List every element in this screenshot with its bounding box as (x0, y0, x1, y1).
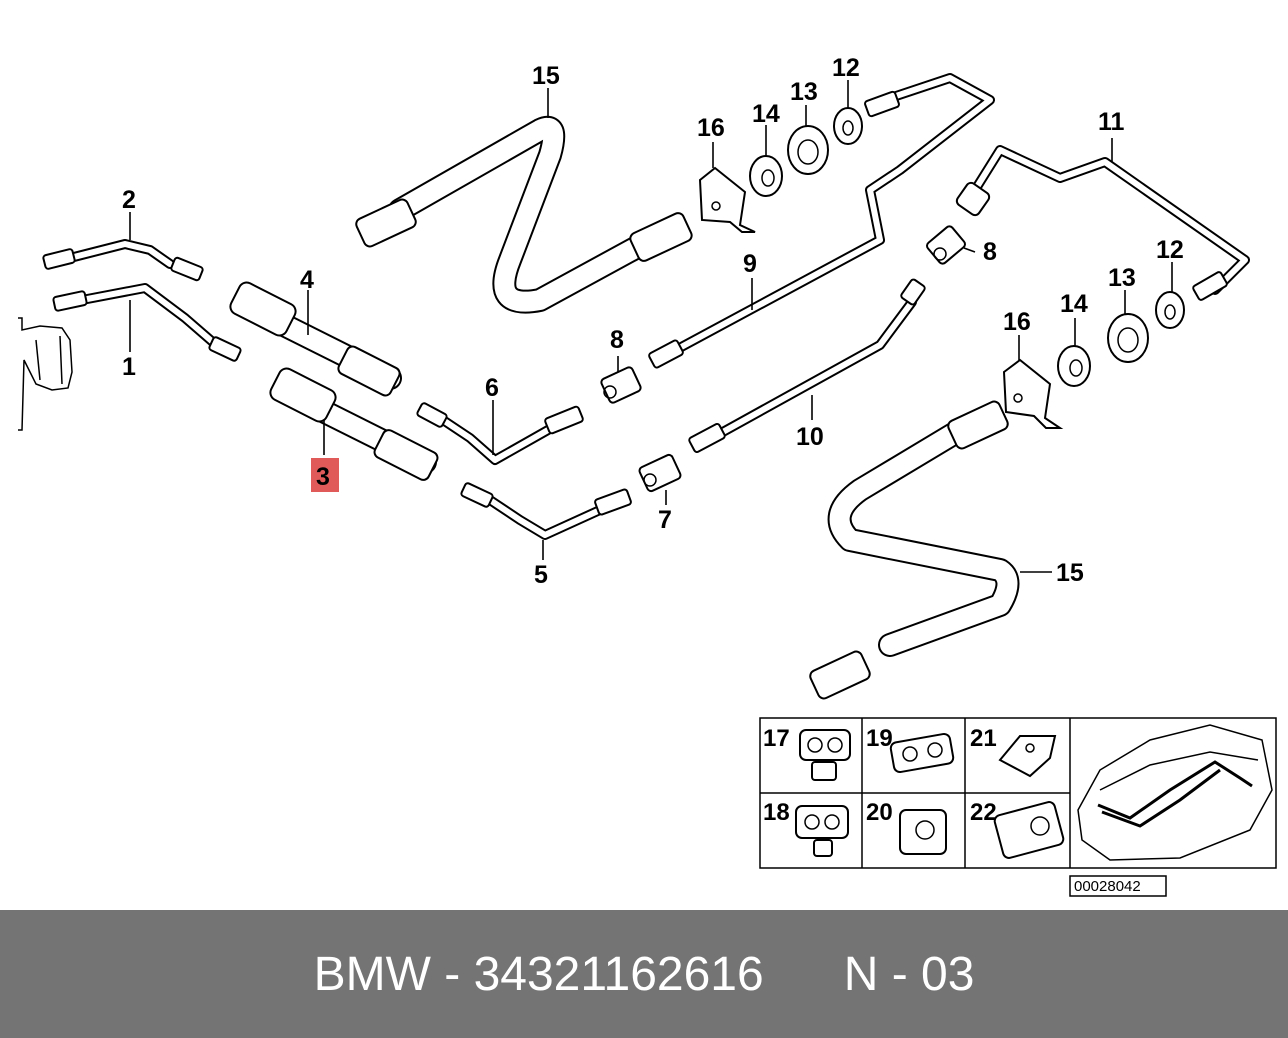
callout-6[interactable]: 6 (485, 374, 499, 402)
union-nut-7[interactable] (638, 453, 682, 493)
grommet-13-upper[interactable] (787, 125, 829, 175)
callout-10[interactable]: 10 (796, 423, 824, 451)
footer-bar: BMW - 34321162616 N - 03 (0, 910, 1288, 1038)
car-location-icon (1077, 724, 1273, 861)
leader-lines (129, 80, 1173, 573)
inset-cell-21[interactable]: 21 (970, 725, 997, 752)
callout-15-upper[interactable]: 15 (532, 62, 560, 90)
callout-8-lower[interactable]: 8 (983, 238, 997, 266)
brake-pipe-6[interactable] (416, 402, 584, 465)
callout-16-lower[interactable]: 16 (1003, 308, 1031, 336)
clip-21-icon (998, 735, 1057, 778)
callout-1[interactable]: 1 (122, 353, 136, 381)
clip-18-icon (795, 805, 849, 857)
washer-14-lower[interactable] (1057, 345, 1091, 387)
footer-position: N - 03 (843, 947, 975, 1001)
clip-19-icon (889, 732, 955, 774)
inset-cell-17[interactable]: 17 (763, 725, 790, 752)
washer-14-upper[interactable] (749, 155, 783, 197)
footer-caption: BMW - 34321162616 N - 03 (0, 910, 1288, 1038)
callout-13-lower[interactable]: 13 (1108, 264, 1136, 292)
inset-cell-19[interactable]: 19 (866, 725, 893, 752)
callout-9[interactable]: 9 (743, 250, 757, 278)
callout-3[interactable]: 3 (316, 463, 330, 491)
callout-14-upper[interactable]: 14 (752, 100, 780, 128)
callout-7[interactable]: 7 (658, 506, 672, 534)
callout-8-upper[interactable]: 8 (610, 326, 624, 354)
clip-20-icon (899, 809, 947, 855)
caliper-fragment (18, 317, 73, 431)
inset-cell-22[interactable]: 22 (970, 799, 997, 826)
bracket-16-upper[interactable] (698, 166, 756, 233)
union-nut-8-lower[interactable] (925, 225, 966, 265)
inset-cell-18[interactable]: 18 (763, 799, 790, 826)
brake-pipe-2[interactable] (42, 239, 204, 282)
highlight-box (311, 458, 339, 492)
callout-13-upper[interactable]: 13 (790, 78, 818, 106)
callout-2[interactable]: 2 (122, 186, 136, 214)
grommet-13-lower[interactable] (1107, 313, 1149, 363)
callout-14-lower[interactable]: 14 (1060, 290, 1088, 318)
brake-hose-15-upper[interactable] (354, 115, 693, 314)
footer-part-number: 34321162616 (473, 947, 764, 1001)
brake-hose-15-lower[interactable] (808, 400, 1020, 701)
bracket-16-lower[interactable] (1002, 358, 1064, 429)
callout-12-lower[interactable]: 12 (1156, 236, 1184, 264)
inset-cell-20[interactable]: 20 (866, 799, 893, 826)
washer-12-upper[interactable] (833, 107, 863, 145)
reference-number-box: 00028042 (1069, 875, 1167, 897)
footer-brand: BMW (313, 947, 431, 1001)
footer-separator: - (444, 947, 461, 1001)
brake-pipe-9[interactable] (648, 73, 995, 369)
callout-15-lower[interactable]: 15 (1056, 559, 1084, 587)
brake-pipe-5[interactable] (460, 482, 632, 540)
reference-number: 00028042 (1074, 878, 1141, 895)
callout-4[interactable]: 4 (300, 266, 314, 294)
parts-diagram: 2 1 4 3 5 6 7 8 8 9 10 11 12 12 13 13 14… (18, 54, 1277, 897)
brake-pipe-11[interactable] (955, 145, 1250, 301)
brake-hose-3[interactable] (268, 366, 440, 482)
callout-12-upper[interactable]: 12 (832, 54, 860, 82)
brake-pipe-10[interactable] (688, 278, 926, 453)
washer-12-lower[interactable] (1155, 291, 1185, 329)
callout-16-upper[interactable]: 16 (697, 114, 725, 142)
brake-pipe-1[interactable] (52, 283, 242, 362)
clips-inset-table: 17 19 21 18 20 22 (759, 717, 1277, 869)
clip-22-icon (993, 801, 1065, 859)
clip-17-icon (799, 729, 851, 781)
brake-hose-4[interactable] (228, 280, 402, 398)
callout-5[interactable]: 5 (534, 561, 548, 589)
callout-11[interactable]: 11 (1098, 108, 1125, 136)
union-nut-8-upper[interactable] (600, 366, 642, 404)
